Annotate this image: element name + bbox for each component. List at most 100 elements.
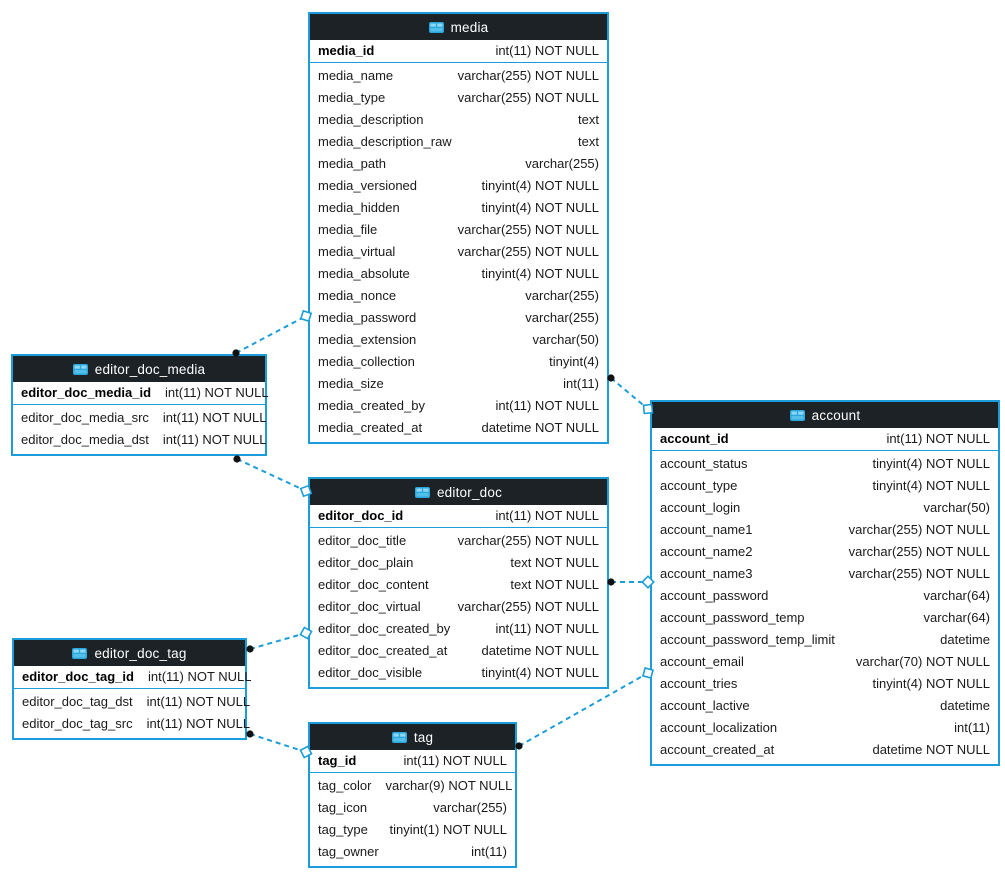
table-icon — [414, 486, 430, 498]
column-type: varchar(255) NOT NULL — [457, 68, 599, 83]
relationship-dot — [246, 645, 254, 653]
column-type: datetime NOT NULL — [481, 643, 599, 658]
column-type: varchar(9) NOT NULL — [385, 778, 513, 793]
column-type: datetime NOT NULL — [872, 742, 990, 757]
column-name: account_name2 — [660, 544, 753, 559]
pk-column-name: editor_doc_id — [318, 508, 404, 523]
table-header-media[interactable]: media — [310, 14, 607, 40]
table-editor_doc_tag[interactable]: editor_doc_tag editor_doc_tag_id int(11) N… — [12, 638, 252, 740]
pk-row-editor_doc_tag_id: editor_doc_tag_id int(11) NOT NULL — [14, 666, 252, 689]
column-name: editor_doc_media_src — [21, 410, 149, 425]
column-name: media_description_raw — [318, 134, 452, 149]
column-name: account_password — [660, 588, 769, 603]
relationship-line-editor_doc_media-editor_doc — [236, 458, 307, 492]
table-title: account — [811, 407, 861, 423]
pk-column-name: tag_id — [318, 753, 357, 768]
column-name: account_created_at — [660, 742, 775, 757]
pk-column-type: int(11) NOT NULL — [495, 508, 599, 523]
pk-column-name: editor_doc_tag_id — [22, 669, 134, 684]
column-type: varchar(255) NOT NULL — [457, 244, 599, 259]
column-name: editor_doc_plain — [318, 555, 414, 570]
column-type: varchar(255) NOT NULL — [848, 566, 990, 581]
table-title: tag — [413, 729, 434, 745]
column-name: tag_icon — [318, 800, 368, 815]
table-header-tag[interactable]: tag — [310, 724, 515, 750]
relationship-line-media-account — [610, 377, 649, 410]
table-header-editor_doc_media[interactable]: editor_doc_media — [13, 356, 265, 382]
column-name: account_status — [660, 456, 748, 471]
column-type: varchar(50) — [923, 500, 990, 515]
column-type: text — [578, 134, 599, 149]
relationship-dot — [233, 455, 241, 463]
column-name: media_type — [318, 90, 386, 105]
column-type: tinyint(4) — [549, 354, 599, 369]
column-type: varchar(255) NOT NULL — [848, 544, 990, 559]
column-type: int(11) — [563, 376, 599, 391]
column-name: media_created_at — [318, 420, 423, 435]
column-type: datetime — [940, 632, 990, 647]
column-type: varchar(70) NOT NULL — [855, 654, 990, 669]
table-editor_doc[interactable]: editor_doc editor_doc_id int(11) NOT NULL e… — [308, 477, 609, 689]
column-type: varchar(255) NOT NULL — [848, 522, 990, 537]
column-type: int(11) NOT NULL — [162, 410, 267, 425]
column-name: account_name1 — [660, 522, 753, 537]
column-type: varchar(255) — [525, 310, 599, 325]
column-type: text — [578, 112, 599, 127]
pk-column-name: editor_doc_media_id — [21, 385, 152, 400]
column-type: int(11) — [954, 720, 990, 735]
pk-column-type: int(11) NOT NULL — [165, 385, 269, 400]
column-row-account_name1: account_name1 varchar(255) NOT NULL — [652, 519, 998, 541]
column-type: int(11) NOT NULL — [146, 694, 251, 709]
table-title: editor_doc — [436, 484, 503, 500]
column-type: datetime — [940, 698, 990, 713]
column-type: int(11) NOT NULL — [495, 398, 599, 413]
column-type: tinyint(4) NOT NULL — [481, 178, 599, 193]
table-editor_doc_media[interactable]: editor_doc_media editor_doc_media_id int(1… — [11, 354, 269, 456]
relationship-line-editor_doc_media-media — [235, 315, 307, 354]
column-type: tinyint(4) NOT NULL — [872, 478, 990, 493]
table-header-editor_doc_tag[interactable]: editor_doc_tag — [14, 640, 245, 666]
pk-column-type: int(11) NOT NULL — [147, 669, 252, 684]
column-type: varchar(50) — [532, 332, 599, 347]
table-header-account[interactable]: account — [652, 402, 998, 428]
column-list: editor_doc_media_src int(11) NOT NULL edit… — [13, 405, 267, 454]
table-icon — [72, 647, 88, 659]
column-name: media_hidden — [318, 200, 400, 215]
column-type: tinyint(4) NOT NULL — [481, 266, 599, 281]
column-name: editor_doc_created_at — [318, 643, 448, 658]
column-name: account_lactive — [660, 698, 750, 713]
table-header-editor_doc[interactable]: editor_doc — [310, 479, 607, 505]
column-name: media_file — [318, 222, 378, 237]
